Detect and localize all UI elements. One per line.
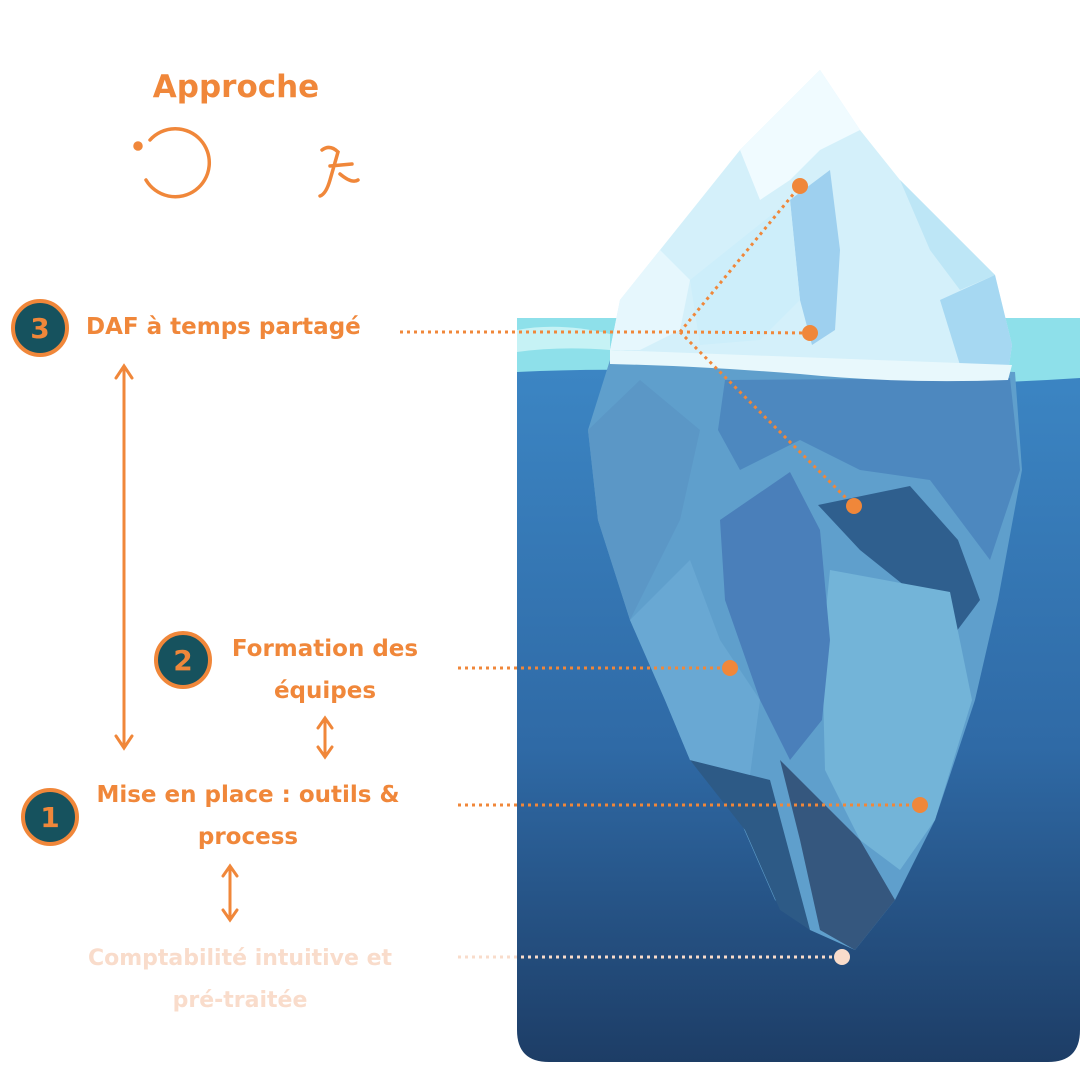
arrow-long-1-to-3	[114, 363, 134, 751]
badge-1	[21, 788, 79, 846]
badge-3-number: 3	[30, 312, 49, 345]
step-3-label: DAF à temps partagé	[86, 314, 361, 340]
arrow-2-to-1	[316, 715, 334, 760]
double-arrows	[114, 363, 334, 923]
arrow-base-to-1	[221, 863, 239, 923]
step-2-label: Formation des équipes	[231, 636, 419, 704]
badge-2-number: 2	[173, 644, 192, 677]
logo-icons	[133, 126, 360, 199]
badge-1-number: 1	[40, 801, 59, 834]
connector-dots	[722, 178, 928, 965]
connector-lines	[400, 185, 920, 959]
diagram-title: Approche	[152, 69, 320, 105]
f-glyph-icon	[318, 145, 360, 198]
connector-3	[400, 185, 856, 508]
step-1-label: Mise en place : outils & process	[96, 782, 400, 850]
ring-icon	[144, 126, 212, 199]
base-label: Comptabilité intuitive et pré-traitée	[87, 946, 393, 1013]
step-badges	[11, 299, 212, 846]
badge-2	[154, 631, 212, 689]
iceberg-above-water	[610, 70, 1012, 382]
badge-3	[11, 299, 69, 357]
